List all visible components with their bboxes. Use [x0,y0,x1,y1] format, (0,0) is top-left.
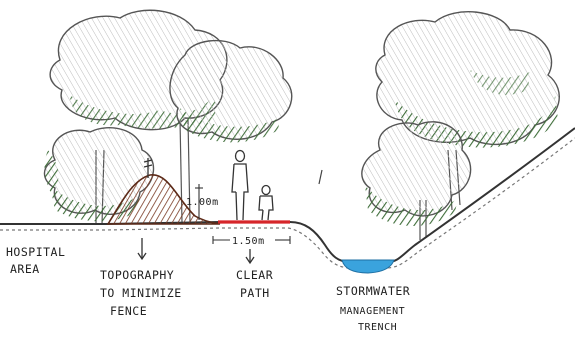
right-lower-tree-canopy [361,121,472,227]
stormwater-label-line2: MANAGEMENT [340,306,405,317]
topography-label-line3: FENCE [110,304,147,318]
width-dimension [212,236,291,244]
ground-texture [0,137,575,269]
clear-path-arrow [245,249,255,265]
stormwater-water [341,259,395,274]
clear-path-label-line2: PATH [240,286,270,300]
child-figure [258,184,274,221]
topography-arrow [137,238,147,261]
width-dimension-label: 1.50m [232,236,265,247]
topography-label-line2: TO MINIMIZE [100,286,182,300]
height-dimension-label: 1.00m [186,197,219,208]
adult-figure [231,149,249,221]
stormwater-label-line3: TRENCH [358,322,397,333]
clear-path-label-line1: CLEAR [236,268,273,282]
hospital-area-label-line2: AREA [10,262,40,276]
fence-icon [143,158,153,178]
hospital-area-label-line1: HOSPITAL [6,245,65,259]
topography-berm [106,174,221,225]
topography-label-line1: TOPOGRAPHY [100,268,174,282]
stormwater-label-line1: STORMWATER [336,284,410,298]
left-right-tree-canopy [169,39,293,143]
stray-mark [318,169,323,185]
height-dimension [195,184,203,220]
